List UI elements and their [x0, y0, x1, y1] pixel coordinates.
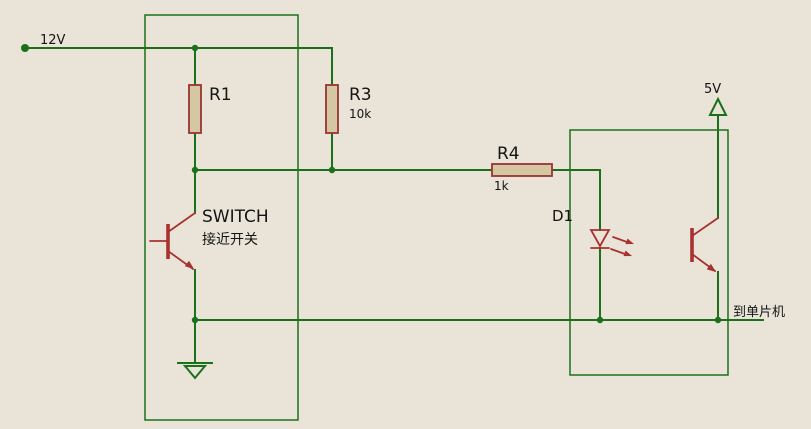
junction-dot: [596, 316, 604, 324]
led-triangle: [589, 229, 611, 248]
junction-dot: [191, 166, 199, 174]
label-r1-ref: R1: [209, 85, 232, 105]
led-emission-arrow-1: [612, 236, 628, 243]
label-r3-value: 10k: [349, 107, 371, 121]
resistor-r4-body: [491, 163, 553, 177]
phototransistor-collector-lead: [691, 217, 719, 237]
junction-dot: [714, 316, 722, 324]
led-emission-arrowhead-1: [625, 238, 634, 245]
ground-symbol: [177, 362, 213, 380]
label-r4-value: 1k: [494, 179, 509, 193]
label-5v: 5V: [704, 82, 721, 97]
ground-triangle: [182, 365, 208, 380]
led-emission-arrowhead-2: [623, 250, 632, 257]
resistor-r3-body: [325, 84, 339, 134]
label-r3-ref: R3: [349, 85, 372, 105]
label-d1-ref: D1: [552, 207, 573, 225]
label-12v: 12V: [40, 33, 66, 48]
transistor-emitter-arrow: [184, 260, 194, 269]
phototransistor: [690, 217, 719, 272]
transistor-switch: [149, 212, 196, 270]
led-d1: [589, 229, 634, 257]
phototransistor-emitter-arrow: [706, 263, 716, 272]
junction-dot: [191, 44, 199, 52]
terminal-dot-12v: [21, 44, 29, 52]
power-arrow-5v-icon: [708, 96, 728, 116]
label-switch-desc: 接近开关: [202, 231, 258, 248]
label-r4-ref: R4: [497, 144, 520, 164]
led-emission-arrow-2: [610, 248, 626, 255]
optocoupler-box: [569, 129, 729, 376]
label-switch-name: SWITCH: [202, 207, 269, 227]
label-to-mcu: 到单片机: [733, 305, 785, 320]
switch-module-box: [144, 14, 299, 421]
junction-dot: [328, 166, 336, 174]
resistor-r1-body: [188, 84, 202, 134]
junction-dot: [191, 316, 199, 324]
transistor-collector-lead: [167, 212, 196, 233]
